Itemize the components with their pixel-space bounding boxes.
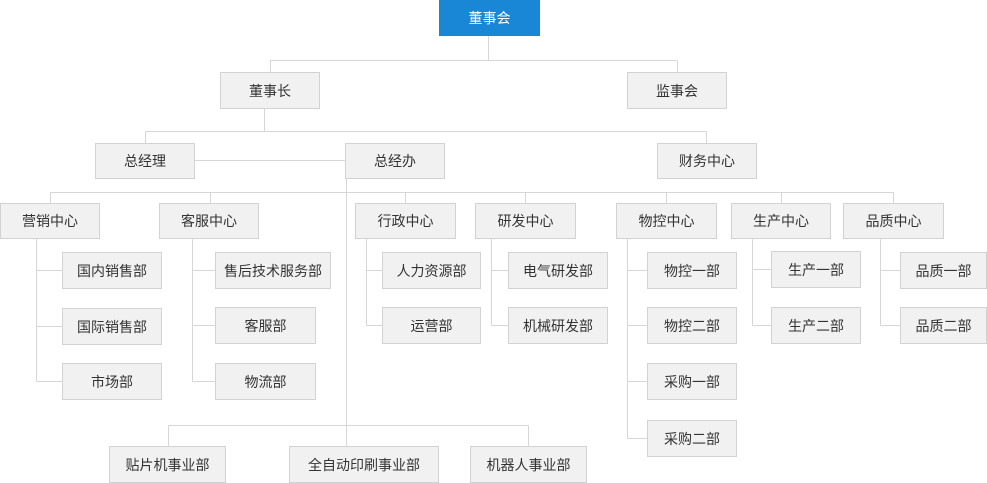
production-2-node: 生产二部 bbox=[771, 307, 861, 344]
material-control-1-node: 物控一部 bbox=[647, 252, 737, 289]
customer-service-center-node: 客服中心 bbox=[159, 203, 259, 239]
admin-center-node: 行政中心 bbox=[355, 203, 456, 239]
marketing-center-node: 营销中心 bbox=[0, 203, 100, 239]
chairman-node: 董事长 bbox=[220, 72, 320, 109]
finance-center-node: 财务中心 bbox=[657, 143, 757, 179]
quality-center-node: 品质中心 bbox=[843, 203, 944, 239]
smt-division-node: 贴片机事业部 bbox=[109, 446, 226, 483]
board-node: 董事会 bbox=[439, 0, 540, 36]
electrical-rd-node: 电气研发部 bbox=[508, 252, 608, 289]
logistics-dept-node: 物流部 bbox=[215, 363, 316, 400]
quality-2-node: 品质二部 bbox=[900, 307, 987, 344]
purchasing-1-node: 采购一部 bbox=[647, 363, 737, 400]
after-sales-tech-node: 售后技术服务部 bbox=[215, 252, 331, 289]
hr-dept-node: 人力资源部 bbox=[382, 252, 481, 289]
general-manager-node: 总经理 bbox=[95, 143, 195, 179]
customer-service-dept-node: 客服部 bbox=[215, 307, 316, 344]
rd-center-node: 研发中心 bbox=[475, 203, 576, 239]
mechanical-rd-node: 机械研发部 bbox=[508, 307, 608, 344]
domestic-sales-node: 国内销售部 bbox=[62, 252, 162, 289]
international-sales-node: 国际销售部 bbox=[62, 308, 162, 345]
quality-1-node: 品质一部 bbox=[900, 252, 987, 289]
operations-dept-node: 运营部 bbox=[382, 307, 481, 344]
material-control-2-node: 物控二部 bbox=[647, 307, 737, 344]
printing-division-node: 全自动印刷事业部 bbox=[289, 446, 439, 483]
production-1-node: 生产一部 bbox=[771, 251, 861, 288]
production-center-node: 生产中心 bbox=[731, 203, 831, 239]
purchasing-2-node: 采购二部 bbox=[647, 420, 737, 457]
supervisory-board-node: 监事会 bbox=[627, 72, 727, 109]
material-control-center-node: 物控中心 bbox=[616, 203, 717, 239]
gm-office-node: 总经办 bbox=[345, 143, 445, 179]
market-dept-node: 市场部 bbox=[62, 363, 162, 400]
robot-division-node: 机器人事业部 bbox=[470, 446, 587, 483]
